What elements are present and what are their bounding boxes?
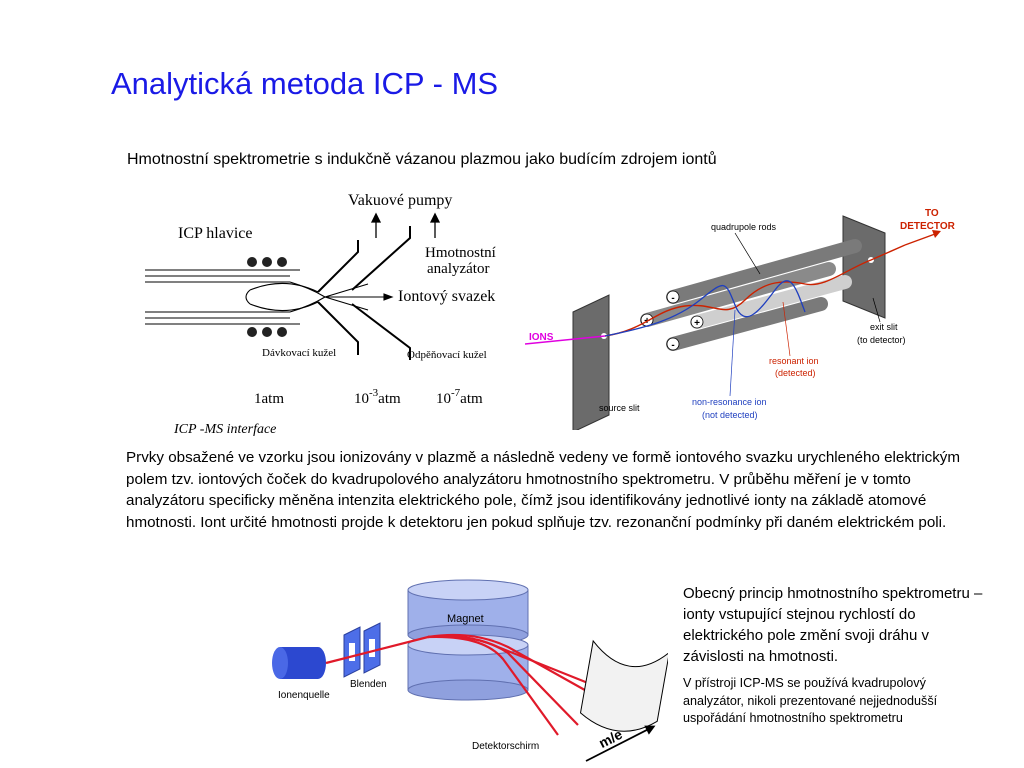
vacuum-pumps-label: Vakuové pumpy bbox=[348, 192, 452, 209]
exit-slit-label: exit slit bbox=[870, 322, 898, 332]
skimmer-cone-label: Odpěňovací kužel bbox=[407, 349, 487, 361]
pressure-1atm: 1atm bbox=[254, 391, 284, 407]
quadrupole-rods-label: quadrupole rods bbox=[711, 222, 777, 232]
source-slit-label: source slit bbox=[599, 403, 640, 413]
resonant-ion-label: resonant ion bbox=[769, 356, 819, 366]
plasma-torch bbox=[145, 269, 326, 325]
ion-source-label: Ionenquelle bbox=[278, 690, 330, 701]
detector-screen bbox=[579, 639, 668, 732]
sampling-cone bbox=[317, 240, 359, 355]
rod-sign-4: - bbox=[671, 340, 674, 351]
interface-caption: ICP -MS interface bbox=[173, 422, 276, 437]
ion-beam-label: Iontový svazek bbox=[398, 288, 495, 305]
non-resonance-ion-path bbox=[604, 280, 806, 337]
resonant-ion-path bbox=[604, 244, 906, 337]
quadrupole-rods bbox=[640, 239, 862, 351]
description-paragraph: Prvky obsažené ve vzorku jsou ionizovány… bbox=[126, 449, 961, 531]
quadrupole-diagram: - + + - quadrupole rods TO DETECTOR IONS… bbox=[525, 208, 956, 430]
detector-screen-label: Detektorschirm bbox=[472, 741, 539, 752]
slide-subtitle: Hmotnostní spektrometrie s indukčně váza… bbox=[127, 151, 717, 168]
pressure-2: 10-3atm bbox=[354, 387, 401, 407]
exit-slit-plate bbox=[842, 215, 886, 319]
ions-beam bbox=[525, 335, 606, 345]
mass-spectrometer-diagram: Magnet Ionenquelle Blenden Detektorschir… bbox=[272, 579, 668, 762]
mass-analyzer-label-2: analyzátor bbox=[427, 261, 489, 277]
to-detector-label: TO bbox=[925, 208, 939, 219]
induction-coil bbox=[247, 257, 287, 337]
rod-sign-3: + bbox=[694, 318, 700, 329]
ions-label: IONS bbox=[529, 332, 554, 343]
non-resonance-label: non-resonance ion bbox=[692, 397, 767, 407]
magnet-label: Magnet bbox=[447, 613, 484, 625]
ion-source bbox=[272, 647, 326, 679]
icp-head-label: ICP hlavice bbox=[178, 225, 253, 242]
rod-sign-1: - bbox=[671, 293, 674, 304]
mass-analyzer-label: Hmotnostní bbox=[425, 245, 496, 261]
ion-beams bbox=[325, 633, 609, 736]
side-note: Obecný princip hmotnostního spektrometru… bbox=[683, 585, 983, 665]
to-detector-label-2: DETECTOR bbox=[900, 221, 956, 232]
skimmer-cone bbox=[351, 226, 411, 360]
non-resonance-label-2: (not detected) bbox=[702, 410, 758, 420]
sampling-cone-label: Dávkovací kužel bbox=[262, 347, 336, 359]
resonant-ion-label-2: (detected) bbox=[775, 368, 816, 378]
ion-beam-arrows bbox=[324, 283, 394, 311]
apertures bbox=[343, 622, 381, 678]
side-note-small: V přístroji ICP-MS se používá kvadrupolo… bbox=[683, 676, 938, 725]
pressure-3: 10-7atm bbox=[436, 387, 483, 407]
source-slit-plate bbox=[572, 294, 610, 430]
slide-title: Analytická metoda ICP - MS bbox=[111, 66, 499, 101]
exit-slit-label-2: (to detector) bbox=[857, 335, 906, 345]
apertures-label: Blenden bbox=[350, 679, 387, 690]
icp-interface-diagram: Vakuové pumpy ICP hlavice Hmotnostní ana… bbox=[145, 192, 496, 437]
